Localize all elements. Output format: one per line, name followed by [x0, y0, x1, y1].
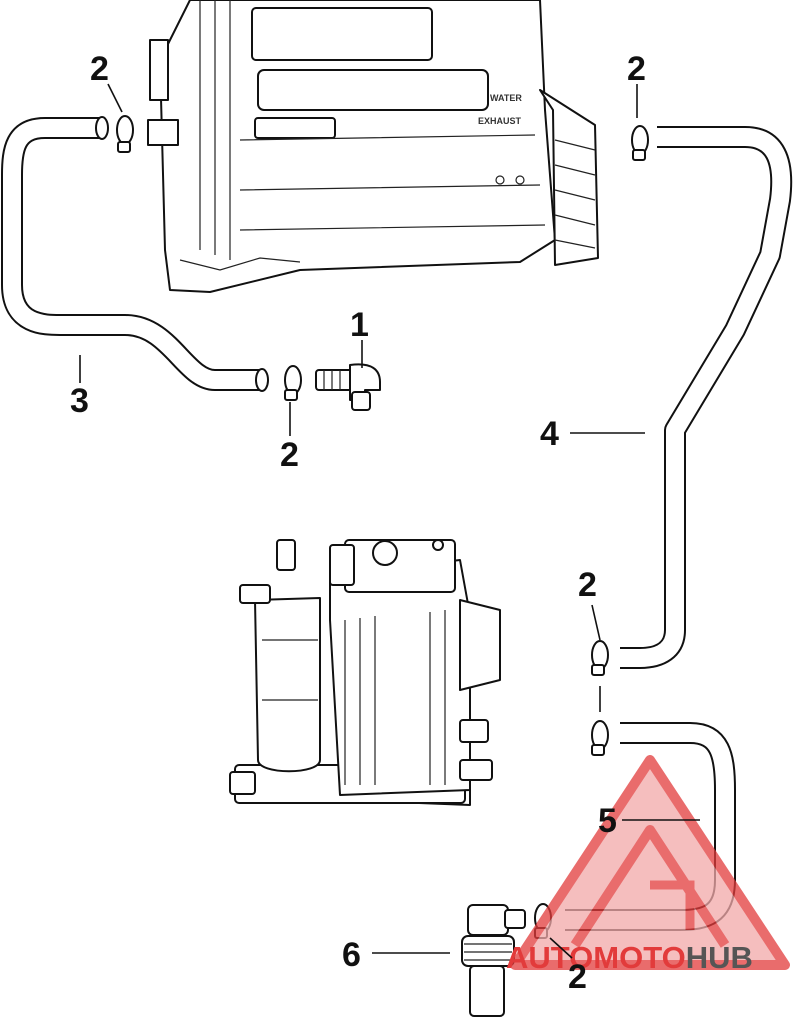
hose-3	[1, 116, 269, 392]
tee-fitting-6	[461, 904, 526, 1017]
hose-4	[620, 126, 793, 669]
hose-clamp	[591, 720, 609, 756]
callout-6: 6	[342, 936, 361, 974]
elbow-fitting-1	[315, 363, 381, 411]
watermark-moto: MOTO	[593, 940, 685, 975]
watermark-text: AUTOMOTOHUB	[506, 940, 753, 975]
callout-3: 3	[70, 382, 89, 420]
callout-1: 1	[350, 306, 369, 344]
upper-module: WATER EXHAUST	[147, 0, 599, 293]
callout-2-middle: 2	[280, 436, 299, 474]
module-label-line1: WATER	[490, 93, 522, 103]
watermark-logo	[510, 755, 790, 970]
module-label-line2: EXHAUST	[478, 116, 522, 126]
watermark-auto: AUTO	[506, 940, 593, 975]
callout-2-top-right: 2	[627, 50, 646, 88]
callout-2-bottom: 2	[568, 958, 587, 996]
callout-5: 5	[598, 802, 617, 840]
watermark-hub: HUB	[686, 940, 753, 975]
callout-2-top-left: 2	[90, 50, 109, 88]
leader-lines	[79, 83, 700, 959]
hose-clamp	[631, 125, 649, 161]
lower-fuel-assembly	[229, 539, 501, 806]
hose-clamp	[116, 115, 134, 153]
hose-clamp	[284, 365, 302, 401]
hose-clamp	[591, 640, 609, 676]
callout-2-right: 2	[578, 566, 597, 604]
callout-4: 4	[540, 415, 559, 453]
